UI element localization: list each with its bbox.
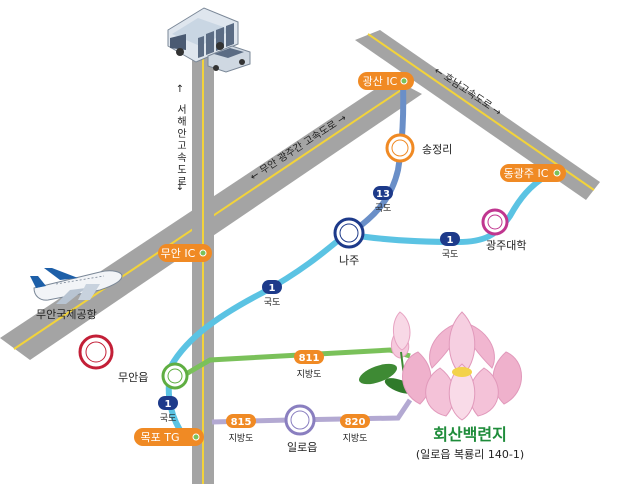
svg-text:동광주 IC: 동광주 IC: [504, 167, 549, 180]
highway-seohaean: [192, 48, 214, 484]
marker-gwangju-univ: 광주대학: [481, 208, 526, 252]
svg-text:광주대학: 광주대학: [486, 239, 526, 252]
marker-muan-airport: 무안국제공항: [36, 308, 114, 370]
svg-text:↓: ↓: [176, 182, 184, 193]
svg-text:(일로읍 복룡리 140-1): (일로읍 복룡리 140-1): [416, 447, 524, 461]
svg-text:820: 820: [345, 417, 366, 428]
svg-text:무안 IC: 무안 IC: [161, 247, 196, 260]
svg-text:1: 1: [165, 399, 172, 410]
svg-text:회산백련지: 회산백련지: [433, 425, 507, 444]
svg-text:목포 TG: 목포 TG: [141, 431, 180, 444]
seohaean-label: ↑ 서해안고속도로 ↓: [175, 84, 187, 193]
route-1-line: [165, 173, 548, 374]
ic-mokpo: 목포 TG: [134, 428, 204, 446]
route-badge-820: 820 지방도: [340, 414, 370, 444]
ic-muan: 무안 IC: [158, 244, 212, 262]
svg-text:국도: 국도: [375, 203, 392, 214]
route-13-line: [350, 83, 407, 235]
svg-text:지방도: 지방도: [297, 369, 322, 380]
marker-muaneup: 무안읍: [118, 362, 189, 390]
ic-donggwangju: 동광주 IC: [500, 164, 566, 182]
route-badge-13: 13 국도: [373, 186, 393, 214]
svg-text:무안국제공항: 무안국제공항: [36, 308, 97, 321]
marker-ilroeup: 일로읍: [284, 404, 317, 454]
svg-text:송정리: 송정리: [422, 143, 452, 156]
svg-text:국도: 국도: [160, 413, 177, 424]
svg-text:광산 IC: 광산 IC: [363, 75, 398, 88]
destination-label: 회산백련지 (일로읍 복룡리 140-1): [416, 425, 524, 461]
svg-text:지방도: 지방도: [229, 433, 254, 444]
lotus-icon: [359, 311, 522, 421]
svg-text:1: 1: [447, 235, 454, 246]
svg-text:일로읍: 일로읍: [287, 440, 317, 454]
marker-songjeongri: 송정리: [385, 133, 452, 163]
bus-icon: [167, 7, 239, 63]
svg-text:서해안고속도로: 서해안고속도로: [175, 104, 187, 188]
route-badge-811: 811 지방도: [294, 350, 324, 380]
svg-text:↑: ↑: [176, 84, 184, 95]
svg-text:13: 13: [376, 189, 390, 200]
svg-text:나주: 나주: [339, 254, 359, 267]
svg-text:지방도: 지방도: [343, 433, 368, 444]
svg-text:국도: 국도: [442, 249, 459, 260]
svg-text:811: 811: [299, 353, 320, 364]
svg-text:국도: 국도: [264, 297, 281, 308]
marker-naju: 나주: [333, 217, 365, 267]
route-badge-1-middle: 1 국도: [262, 280, 282, 308]
route-badge-1-east: 1 국도: [440, 232, 460, 260]
airplane-icon: [30, 268, 123, 304]
car-icon: [207, 45, 251, 73]
svg-text:1: 1: [269, 283, 276, 294]
svg-text:무안읍: 무안읍: [118, 371, 148, 384]
svg-text:815: 815: [231, 417, 252, 428]
ic-gwangsan: 광산 IC: [358, 72, 414, 90]
route-badge-1-south: 1 국도: [158, 396, 178, 424]
route-badge-815: 815 지방도: [226, 414, 256, 444]
